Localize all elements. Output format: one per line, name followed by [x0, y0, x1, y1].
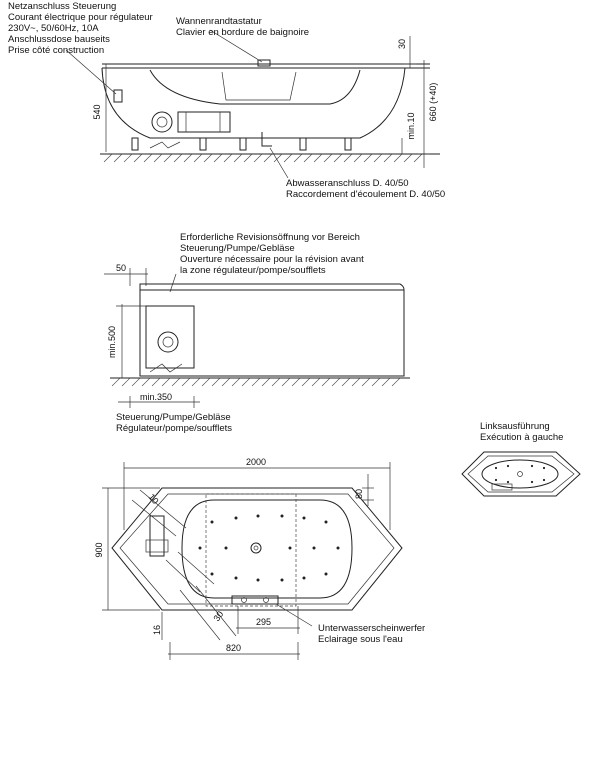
plan-basin [181, 499, 353, 599]
side-view: 540 30 660 (+40) min.10 Netzanschluss St… [8, 1, 445, 200]
label-left-de: Linksausführung [480, 421, 550, 432]
label-light-de: Unterwasserscheinwerfer [318, 623, 425, 634]
dim-30-bottom: 30 [211, 609, 225, 623]
plan-drain-icon [250, 542, 262, 554]
leader-light [275, 603, 313, 627]
tub-inner-basin [149, 69, 361, 105]
keypad-marker [257, 59, 271, 67]
tub-feet [131, 137, 352, 151]
leader-keypad [209, 29, 263, 63]
pump-icon [151, 111, 173, 133]
floor-front-hatch [111, 377, 401, 387]
dim-10: 10 [146, 492, 160, 506]
plan-jets [198, 514, 340, 582]
blower-icon [177, 111, 231, 133]
dim-min350: min.350 [140, 392, 172, 402]
drain-pipe [261, 132, 272, 147]
label-power-fr: Courant électrique pour régulateur [8, 12, 153, 23]
label-light-fr: Eclairage sous l'eau [318, 634, 403, 645]
leader-drain [269, 147, 289, 179]
label-socket-fr: Prise côté construction [8, 45, 104, 56]
label-power-de: Netzanschluss Steuerung [8, 1, 116, 12]
plan-tub-outline [111, 487, 403, 611]
label-drain-fr: Raccordement d'écoulement D. 40/50 [286, 189, 445, 200]
left-tub-basin [481, 459, 559, 489]
label-access-de1: Erforderliche Revisionsöffnung vor Berei… [180, 232, 360, 243]
label-keypad-fr: Clavier en bordure de baignoire [176, 27, 309, 38]
dim-295: 295 [256, 617, 271, 627]
dim-2000: 2000 [246, 457, 266, 467]
dim-min10: min.10 [406, 112, 416, 139]
label-keypad-de: Wannenrandtastatur [176, 16, 262, 27]
label-power-spec: 230V~, 50/60Hz, 10A [8, 23, 99, 34]
pump-front-icon [157, 331, 179, 353]
floor-hatch [103, 153, 423, 163]
tub-footwell [221, 71, 297, 101]
label-access-fr2: la zone régulateur/pompe/soufflets [180, 265, 326, 276]
dim-50: 50 [116, 263, 126, 273]
label-control-de: Steuerung/Pumpe/Gebläse [116, 412, 231, 423]
left-version-view: Linksausführung Exécution à gauche [461, 421, 581, 497]
left-tub-outline [461, 451, 581, 497]
dim-820: 820 [226, 643, 241, 653]
tub-outer-shell [101, 67, 406, 139]
label-drain-de: Abwasseranschluss D. 40/50 [286, 178, 409, 189]
label-control-fr: Régulateur/pompe/soufflets [116, 423, 232, 434]
dim-900: 900 [94, 542, 104, 557]
leader-socket [65, 49, 117, 95]
label-access-fr1: Ouverture nécessaire pour la révision av… [180, 254, 364, 265]
front-view: Erforderliche Revisionsöffnung vor Berei… [104, 232, 410, 434]
dim-540: 540 [92, 104, 102, 119]
plan-pump-icon [149, 515, 165, 557]
label-left-fr: Exécution à gauche [480, 432, 563, 443]
left-tub-jets [494, 464, 546, 484]
label-access-de2: Steuerung/Pumpe/Gebläse [180, 243, 295, 254]
leader-access [169, 273, 177, 293]
socket-box [113, 89, 123, 103]
label-socket-de: Anschlussdose bauseits [8, 34, 110, 45]
underwater-light-icon [231, 595, 279, 605]
access-opening [145, 305, 195, 369]
dim-80: 80 [354, 489, 364, 499]
tub-front-panel [139, 283, 405, 377]
dim-660: 660 (+40) [428, 83, 438, 122]
dim-30-top: 30 [397, 39, 407, 49]
dim-min500: min.500 [107, 326, 117, 358]
plan-view: 2000 10 [94, 457, 425, 660]
plan-footwell-dash [205, 493, 297, 607]
dim-16: 16 [152, 625, 162, 635]
